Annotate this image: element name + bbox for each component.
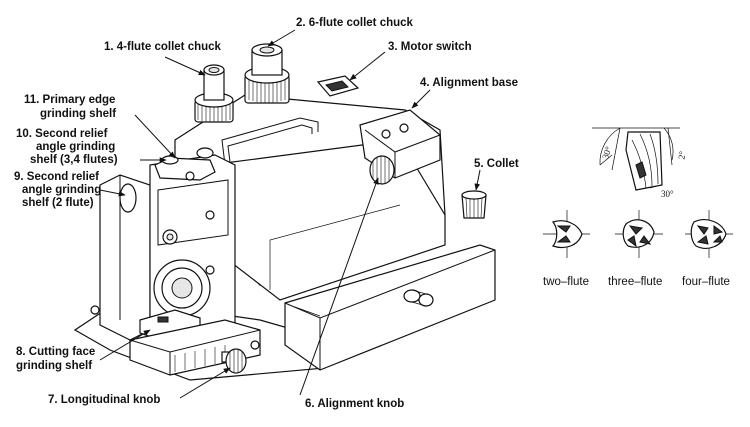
label-9-line3: shelf (2 flute) <box>22 197 94 209</box>
drawer <box>284 244 496 371</box>
caption-three-flute: three–flute <box>608 276 662 288</box>
label-11-line2: grinding shelf <box>40 108 116 120</box>
callout-lines <box>99 29 481 399</box>
end-mill-detail: 30° 2° 30° <box>592 127 688 199</box>
angle-label-right: 2° <box>676 150 687 160</box>
label-2: 2. 6-flute collet chuck <box>296 17 414 29</box>
label-10-line3: shelf (3,4 flutes) <box>30 154 118 166</box>
flute-section-four <box>685 210 733 258</box>
label-10-line2: angle grinding <box>36 141 115 153</box>
flute-section-three <box>615 210 663 258</box>
flute-section-two <box>543 210 590 258</box>
label-6: 6. Alignment knob <box>305 398 404 410</box>
collet-chuck-6-flute <box>244 43 290 104</box>
collet-chuck-4-flute <box>194 64 234 123</box>
caption-two-flute: two–flute <box>543 276 589 288</box>
label-8-line1: 8. Cutting face <box>16 346 95 358</box>
angle-label-left: 30° <box>600 145 614 161</box>
motor-switch <box>316 75 360 97</box>
label-10-line1: 10. Second relief <box>16 128 108 140</box>
label-7: 7. Longitudinal knob <box>48 394 160 406</box>
label-3: 3. Motor switch <box>388 41 472 53</box>
label-5: 5. Collet <box>474 158 519 170</box>
label-1: 1. 4-flute collet chuck <box>104 41 222 53</box>
label-9-line2: angle grinding <box>22 184 101 196</box>
caption-four-flute: four–flute <box>682 276 730 288</box>
callout-labels: 1. 4-flute collet chuck 2. 6-flute colle… <box>14 17 519 410</box>
collet <box>461 190 487 219</box>
angle-label-bottom: 30° <box>661 189 674 199</box>
flute-captions: two–flute three–flute four–flute <box>543 276 730 288</box>
label-11-line1: 11. Primary edge <box>24 94 115 106</box>
label-4: 4. Alignment base <box>420 77 518 89</box>
alignment-knob <box>369 155 395 185</box>
label-8-line2: grinding shelf <box>16 360 92 372</box>
label-9-line1: 9. Second relief <box>14 171 99 183</box>
